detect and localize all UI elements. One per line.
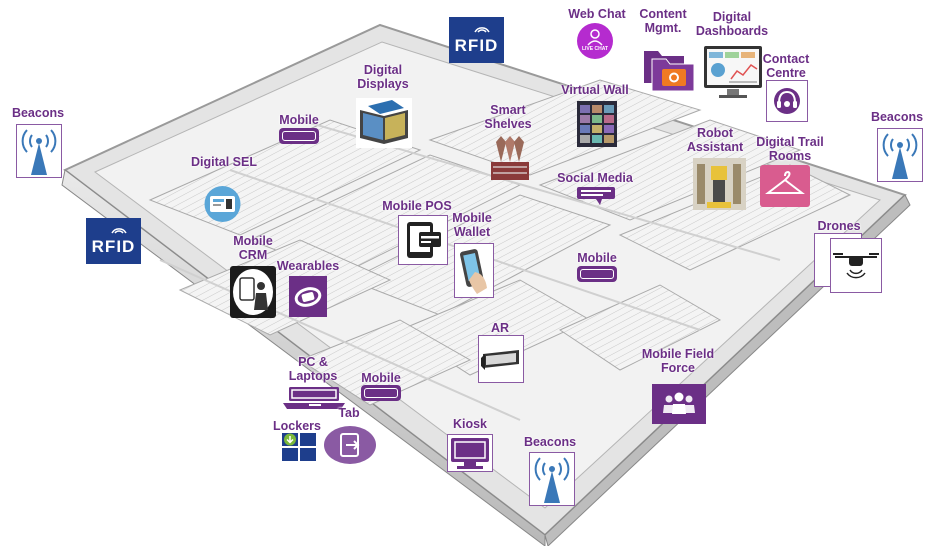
- beacons-left-label: Beacons: [11, 106, 65, 120]
- shelf-block: [298, 319, 472, 406]
- beacon-bottom-icon: [529, 452, 575, 506]
- smart-shelves-icon: [489, 136, 531, 182]
- kiosk-icon: [447, 434, 493, 472]
- laptop-icon: [283, 385, 347, 411]
- tab-icon: [324, 425, 376, 465]
- mobile-crm-label: Mobile CRM: [233, 234, 273, 262]
- kiosk-label: Kiosk: [452, 417, 488, 431]
- rfid-top-text: RFID: [454, 36, 499, 55]
- walkway-line: [159, 259, 521, 421]
- digital-sel-icon: [203, 181, 242, 227]
- content-mgmt-label: Content Mgmt.: [639, 7, 687, 35]
- mobile-field-force-label: Mobile Field Force: [641, 347, 715, 375]
- dashboard-monitor-icon: [703, 45, 763, 100]
- contact-centre-icon: [766, 80, 808, 122]
- mobile-crm-icon: [230, 266, 276, 318]
- contact-centre-label: Contact Centre: [762, 52, 810, 80]
- mobile-mid-label: Mobile: [577, 251, 617, 265]
- field-force-icon: [652, 384, 706, 424]
- beacon-left-icon: [16, 124, 62, 178]
- robot-assistant-icon: [693, 158, 746, 210]
- tab-label: Tab: [338, 406, 360, 420]
- rfid-top-icon: RFID: [449, 17, 504, 63]
- mobile-phone-icon: [279, 128, 319, 144]
- social-media-label: Social Media: [557, 171, 633, 185]
- rfid-left-text: RFID: [91, 237, 136, 256]
- hanger-icon: [760, 165, 810, 207]
- mobile-pos-icon: [398, 215, 448, 265]
- virtual-wall-icon: [577, 101, 617, 147]
- ar-headset-icon: [478, 335, 524, 383]
- live-chat-icon: LIVE CHAT: [577, 23, 613, 59]
- digital-sel-label: Digital SEL: [191, 155, 257, 169]
- digital-displays-label: Digital Displays: [357, 63, 409, 91]
- mobile-pos-label: Mobile POS: [382, 199, 452, 213]
- mobile-phone-icon: [577, 266, 617, 282]
- social-media-icon: [576, 186, 616, 206]
- beacon-right-icon: [877, 128, 923, 182]
- content-mgmt-icon: [640, 43, 696, 93]
- live-chat-icon-text: LIVE CHAT: [581, 46, 609, 52]
- pc-laptops-label: PC & Laptops: [288, 355, 338, 383]
- web-chat-label: Web Chat: [568, 7, 626, 21]
- drone-icon: [830, 238, 882, 293]
- wearables-label: Wearables: [276, 259, 340, 273]
- mobile-wallet-icon: [454, 243, 494, 298]
- virtual-wall-label: Virtual Wall: [561, 83, 629, 97]
- digital-displays-icon: [356, 98, 412, 148]
- lockers-label: Lockers: [273, 419, 321, 433]
- drones-label: Drones: [817, 219, 861, 233]
- mobile-wallet-label: Mobile Wallet: [452, 211, 492, 239]
- mobile-phone-icon: [361, 385, 401, 401]
- ar-label: AR: [490, 321, 510, 335]
- digital-dashboards-label: Digital Dashboards: [695, 10, 769, 38]
- wearables-icon: [289, 276, 327, 317]
- smart-shelves-label: Smart Shelves: [484, 103, 532, 131]
- beacons-right-label: Beacons: [870, 110, 924, 124]
- mobile-bottom-label: Mobile: [361, 371, 401, 385]
- robot-assistant-label: Robot Assistant: [686, 126, 744, 154]
- rfid-left-icon: RFID: [86, 218, 141, 264]
- mobile-top-label: Mobile: [279, 113, 319, 127]
- store-wall-left: [61, 169, 546, 546]
- lockers-icon: [282, 433, 318, 461]
- beacons-bottom-label: Beacons: [523, 435, 577, 449]
- shelf-block: [558, 284, 722, 371]
- digital-trail-rooms-label: Digital Trail Rooms: [756, 135, 824, 163]
